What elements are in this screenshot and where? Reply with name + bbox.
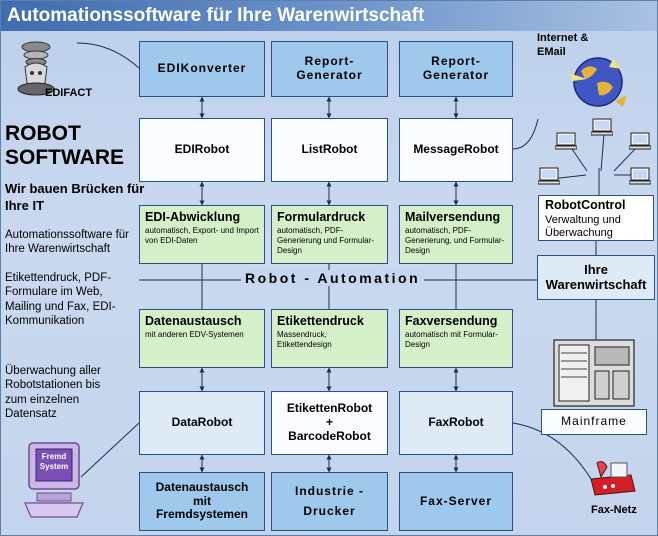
- warenwirtschaft-box: Ihre Warenwirtschaft: [537, 255, 655, 300]
- network-computer-icon-3: [628, 132, 652, 150]
- tagline: Automationssoftware für Ihre Warenwirtsc…: [5, 229, 130, 256]
- edi-abwicklung-box: EDI-Abwicklung automatisch, Export- und …: [139, 205, 265, 264]
- legacy-screen-text: Fremd System: [39, 452, 69, 471]
- listrobot-box: ListRobot: [271, 118, 388, 182]
- mailversendung-box: Mailversendung automatisch, PDF-Generier…: [399, 205, 513, 264]
- robotcontrol-box: RobotControl Verwaltung und Überwachung: [538, 195, 654, 241]
- monitoring-note: Überwachung aller Robotstationen bis zum…: [5, 365, 101, 421]
- messagerobot-box: MessageRobot: [399, 118, 513, 182]
- fremdsysteme-box: Datenaustausch mit Fremdsystemen: [139, 472, 265, 531]
- automation-label: Robot - Automation: [241, 270, 425, 286]
- mainframe-label: Mainframe: [541, 409, 647, 435]
- edifact-label: EDIFACT: [45, 87, 93, 99]
- edirobot-box: EDIRobot: [139, 118, 265, 182]
- slogan: Wir bauen Brücken für Ihre IT: [5, 181, 145, 213]
- network-computer-icon-2: [590, 118, 614, 136]
- edifact-logo-icon: [11, 39, 61, 97]
- faxversendung-box: Faxversendung automatisch mit Formular-D…: [399, 309, 513, 368]
- datenaustausch-box: Datenaustausch mit anderen EDV-Systemen: [139, 309, 265, 368]
- title-bar: Automationssoftware für Ihre Warenwirtsc…: [1, 1, 657, 31]
- legacy-computer-icon: Fremd System: [23, 441, 85, 521]
- fax-server-box: Fax-Server: [399, 472, 513, 531]
- brand-robot: ROBOT: [5, 122, 81, 145]
- network-computer-icon-4: [537, 167, 561, 185]
- edikonverter-box: EDIKonverter: [139, 41, 265, 97]
- industrie-drucker-box: Industrie - Drucker: [271, 472, 388, 531]
- report-generator-box-1: Report-Generator: [271, 41, 388, 97]
- fax-netz-label: Fax-Netz: [591, 504, 637, 516]
- feature-list: Etikettendruck, PDF-Formulare im Web, Ma…: [5, 272, 116, 328]
- formulardruck-box: Formulardruck automatisch, PDF-Generieru…: [271, 205, 388, 264]
- etikettendruck-box: Etikettendruck Massendruck, Etikettendes…: [271, 309, 388, 368]
- page-title: Automationssoftware für Ihre Warenwirtsc…: [7, 5, 425, 26]
- network-computer-icon-1: [554, 132, 578, 150]
- report-generator-box-2: Report-Generator: [399, 41, 513, 97]
- globe-icon: [567, 51, 629, 113]
- mainframe-icon: [553, 339, 635, 407]
- internet-email-label: Internet & EMail: [537, 32, 589, 58]
- brand-software: SOFTWARE: [5, 145, 124, 169]
- faxrobot-box: FaxRobot: [399, 391, 513, 455]
- fax-machine-icon: [587, 457, 637, 499]
- network-computer-icon-5: [628, 167, 652, 185]
- datarobot-box: DataRobot: [139, 391, 265, 455]
- etikettenrobot-box: EtikettenRobot + BarcodeRobot: [271, 391, 388, 455]
